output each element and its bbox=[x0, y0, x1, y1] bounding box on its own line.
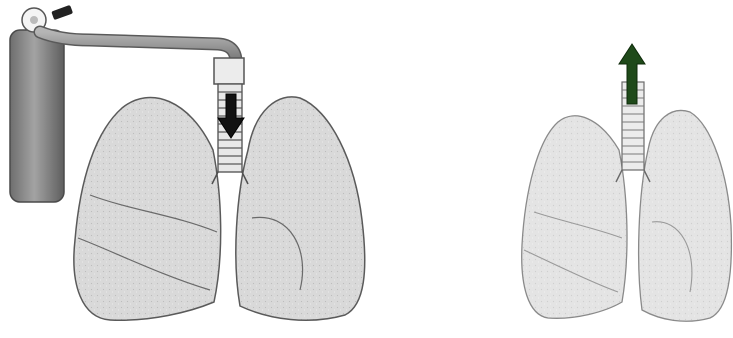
right-lung bbox=[639, 111, 732, 322]
left-lung bbox=[522, 116, 627, 318]
connector bbox=[214, 58, 244, 84]
right-panel bbox=[522, 44, 732, 321]
left-panel bbox=[10, 5, 365, 320]
